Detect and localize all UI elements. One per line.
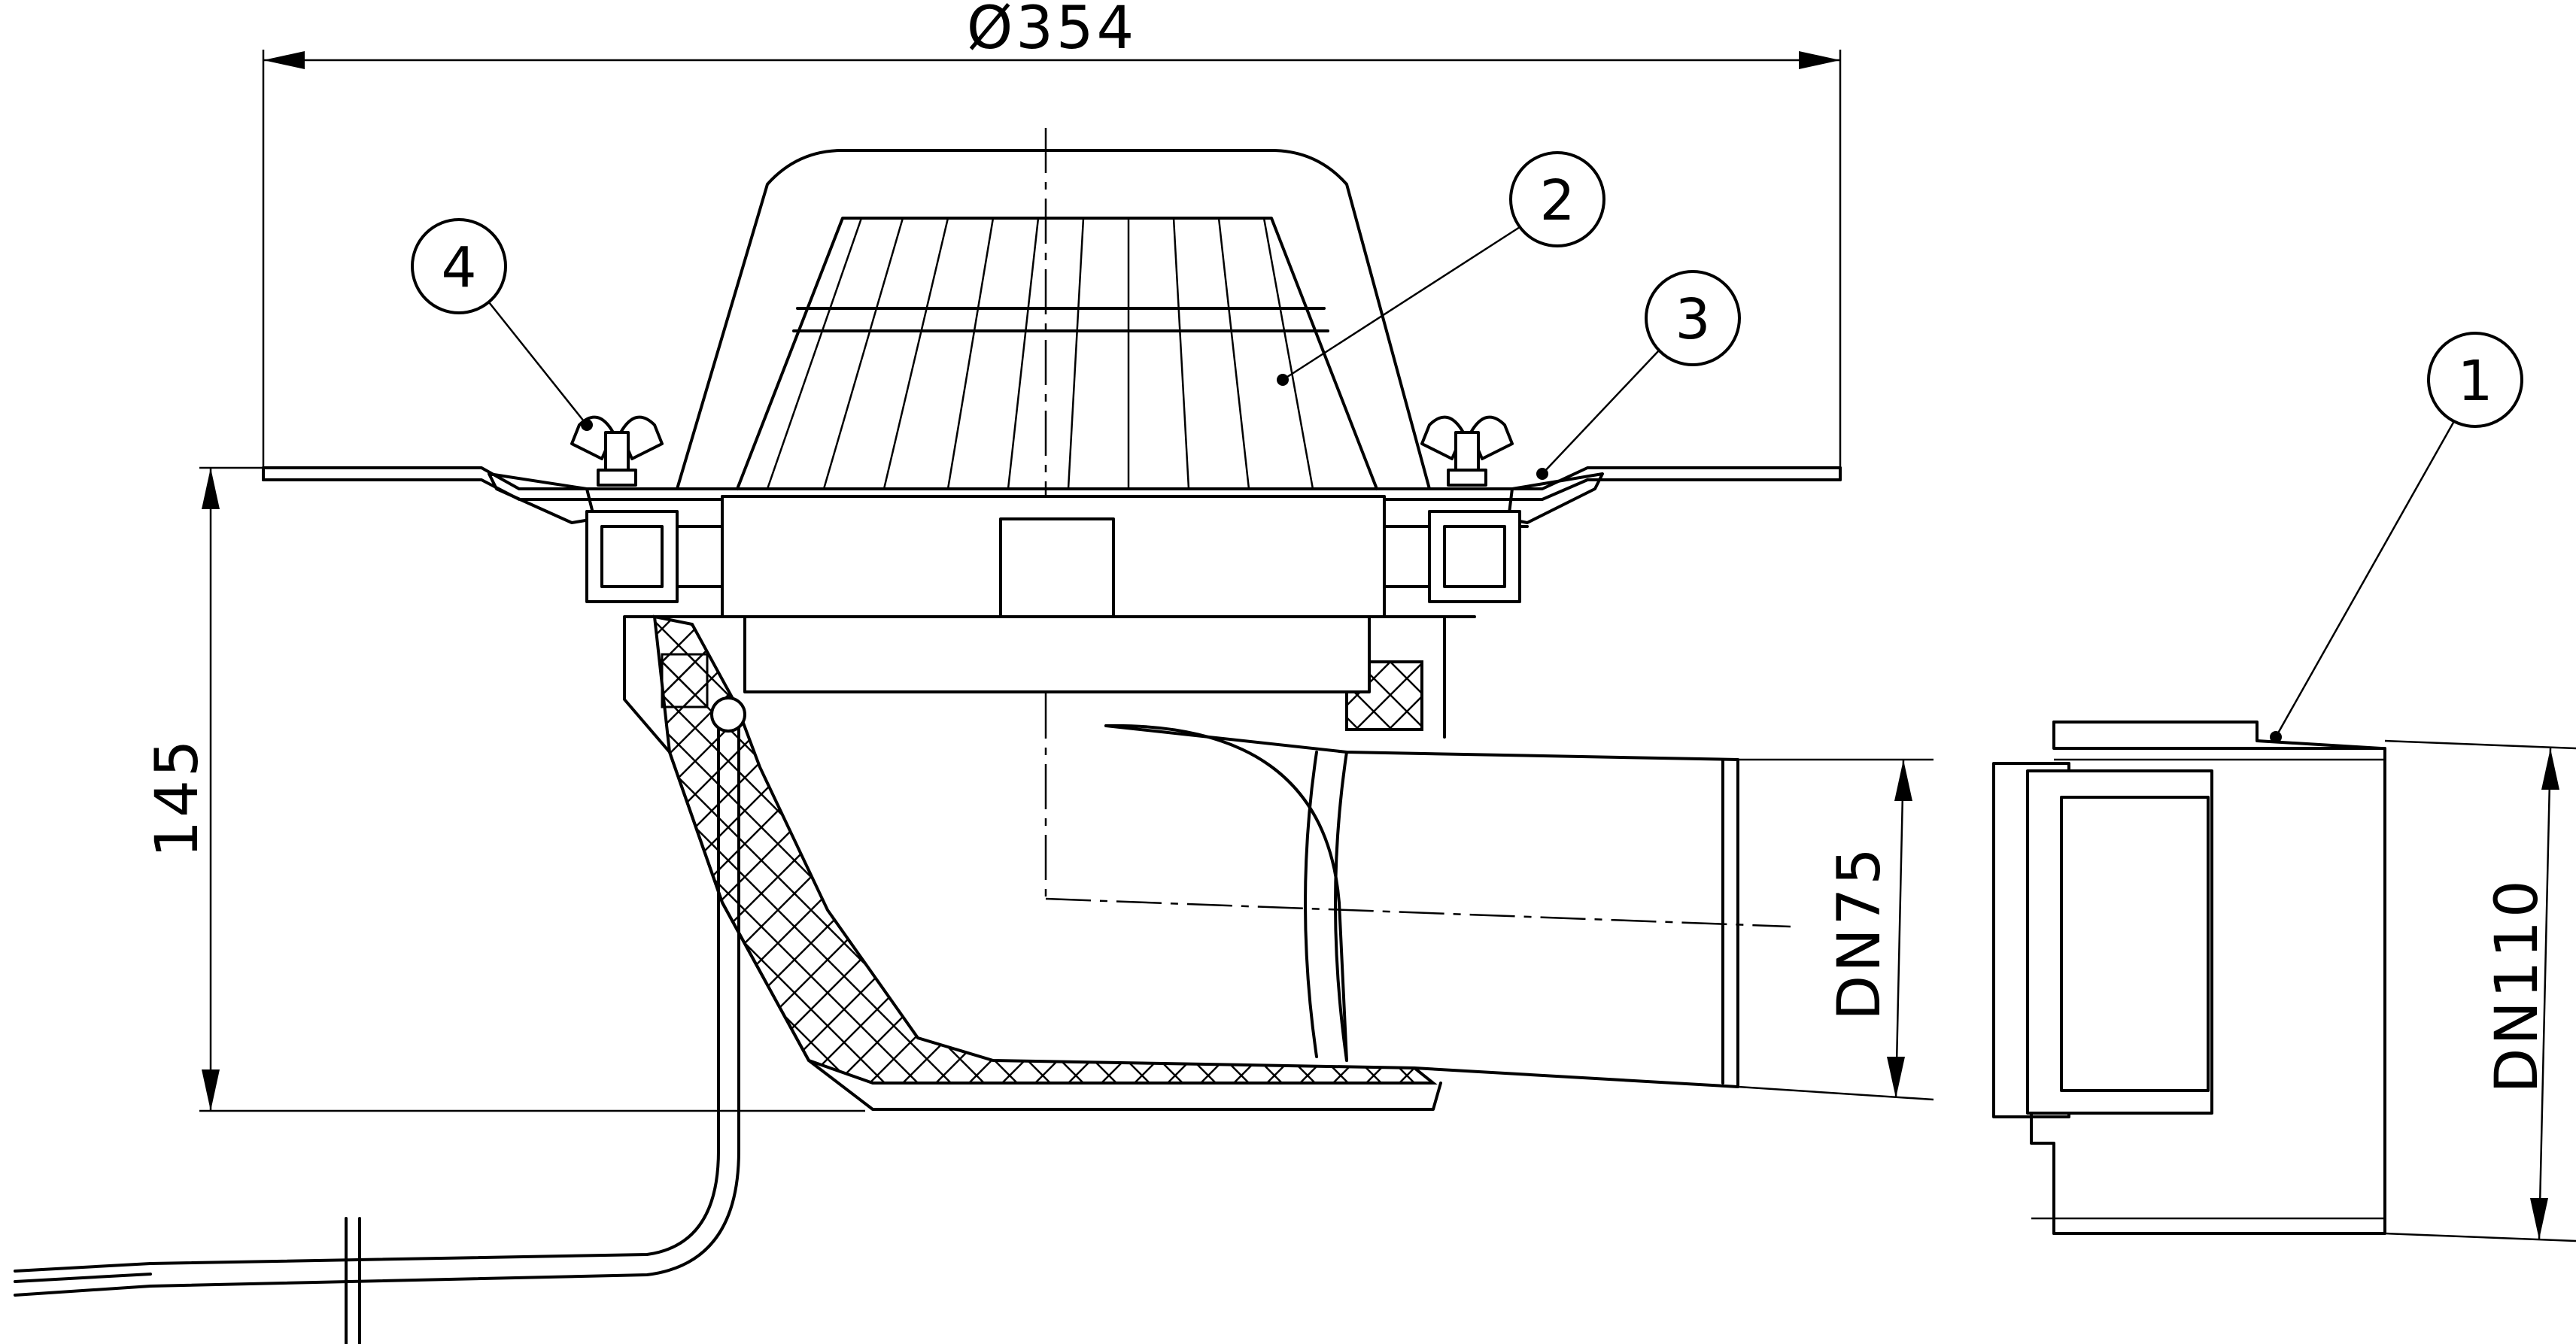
- callout-1-number: 1: [2457, 349, 2492, 414]
- wing-nut-right: [1420, 415, 1514, 487]
- callout-1: 1: [2270, 332, 2523, 743]
- dn110-label: DN110: [2483, 877, 2551, 1093]
- wing-nut-left: [570, 415, 664, 487]
- drain-body: [14, 614, 1446, 1344]
- adapter-dn110: DN110: [1992, 721, 2576, 1242]
- dn75-label: DN75: [1826, 845, 1894, 1021]
- diameter-label: Ø354: [967, 0, 1137, 62]
- outlet-pipe: DN75: [1045, 724, 1934, 1101]
- leaf-guard-grating: [676, 128, 1431, 903]
- callout-2: 2: [1277, 151, 1605, 386]
- callout-3-number: 3: [1675, 287, 1710, 352]
- inner-sleeve: [585, 495, 1529, 693]
- clamp-boxes: [585, 510, 1521, 603]
- callout-3: 3: [1536, 270, 1741, 480]
- height-dimension: 145: [144, 466, 865, 1112]
- height-label: 145: [144, 737, 211, 858]
- diameter-dimension: Ø354: [262, 0, 1842, 470]
- callout-2-number: 2: [1539, 168, 1575, 233]
- callout-4: 4: [411, 218, 593, 431]
- callout-4-number: 4: [441, 235, 476, 300]
